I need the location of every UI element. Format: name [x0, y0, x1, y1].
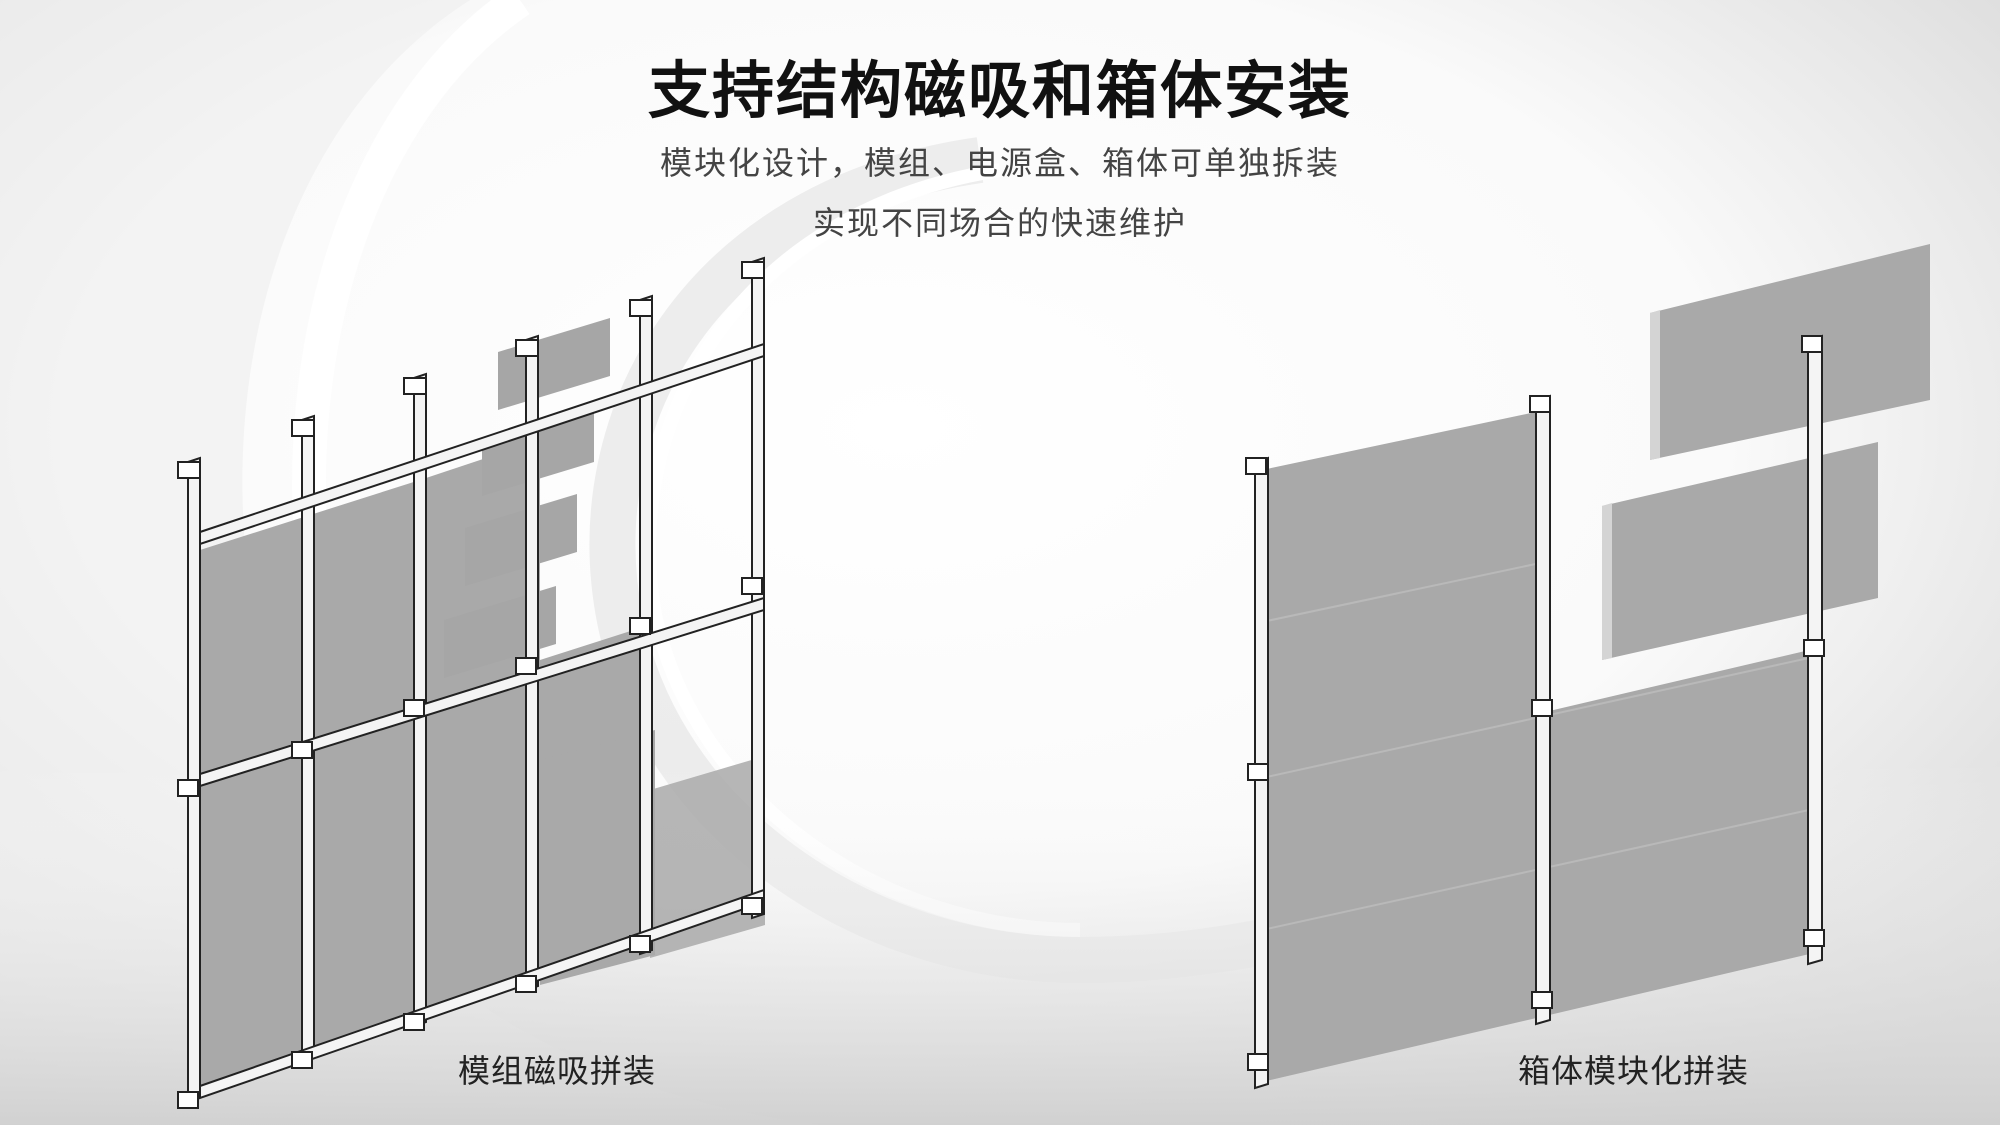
right-cabinet-panels [1261, 410, 1819, 1082]
caption-cabinet-modular-assembly: 箱体模块化拼装 [1518, 1052, 1750, 1090]
floating-cabinets [1602, 244, 1930, 660]
right-frame-clips [1245, 335, 1825, 1071]
caption-magnetic-module-assembly: 模组磁吸拼装 [458, 1052, 657, 1090]
page-title: 支持结构磁吸和箱体安装 [647, 54, 1352, 127]
subtitle-line-1: 模块化设计，模组、电源盒、箱体可单独拆装 [659, 144, 1340, 182]
left-frame-clips [177, 261, 765, 1109]
subtitle-line-2: 实现不同场合的快速维护 [812, 204, 1187, 242]
